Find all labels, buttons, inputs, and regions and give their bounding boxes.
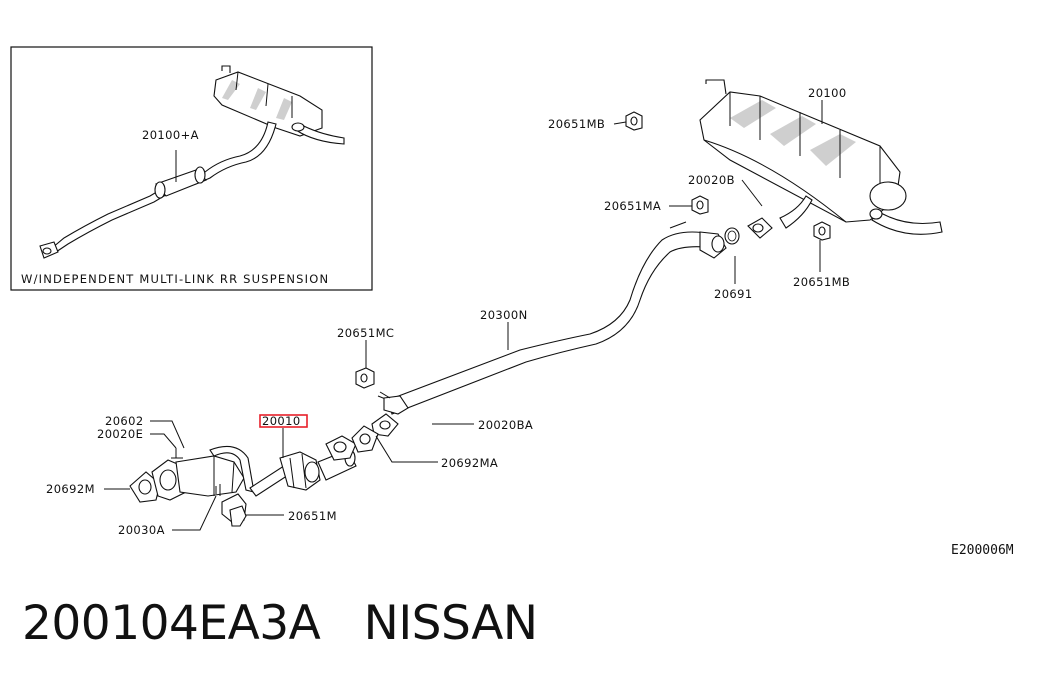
label-mount-mc: 20651MC [337,326,394,340]
rear-connection [724,217,773,245]
label-muffler: 20100 [808,86,847,100]
label-gasket-ma: 20692MA [441,456,498,470]
inset-panel: 20100+A W/INDEPENDENT MULTI-LINK RR SUSP… [10,46,373,291]
center-pipe [371,221,727,437]
label-center-pipe: 20300N [480,308,528,322]
muffler-assembly [699,79,943,235]
label-stud: 20602 [105,414,144,428]
label-seal-ba: 20020BA [478,418,533,432]
part-caption: 200104EA3A NISSAN [22,596,538,651]
front-pipe [129,425,379,527]
reference-code: E200006M [951,543,1014,558]
label-mount-m: 20651M [288,509,337,523]
label-gasket-m: 20692M [46,482,95,496]
label-seal-b: 20020B [688,173,735,187]
label-mount-ma: 20651MA [604,199,661,213]
inset-caption: W/INDEPENDENT MULTI-LINK RR SUSPENSION [21,272,329,286]
caption-part-number: 200104EA3A [22,596,321,651]
inset-pipe [39,121,277,259]
mount-icons [355,111,831,389]
part-labels: 20100 20651MB 20020B 20651MA 20691 20651… [46,86,850,537]
highlight-box [259,414,308,428]
label-mount-mb-rear: 20651MB [793,275,850,289]
inset-part-label: 20100+A [142,128,199,142]
label-bracket: 20030A [118,523,165,537]
leader-lines [104,100,823,531]
label-seal-e: 20020E [97,427,143,441]
caption-brand: NISSAN [363,596,538,651]
label-gasket-rear: 20691 [714,287,753,301]
label-highlighted-part[interactable]: 20010 [262,414,301,428]
inset-muffler [213,65,345,145]
label-mount-mb-top: 20651MB [548,117,605,131]
